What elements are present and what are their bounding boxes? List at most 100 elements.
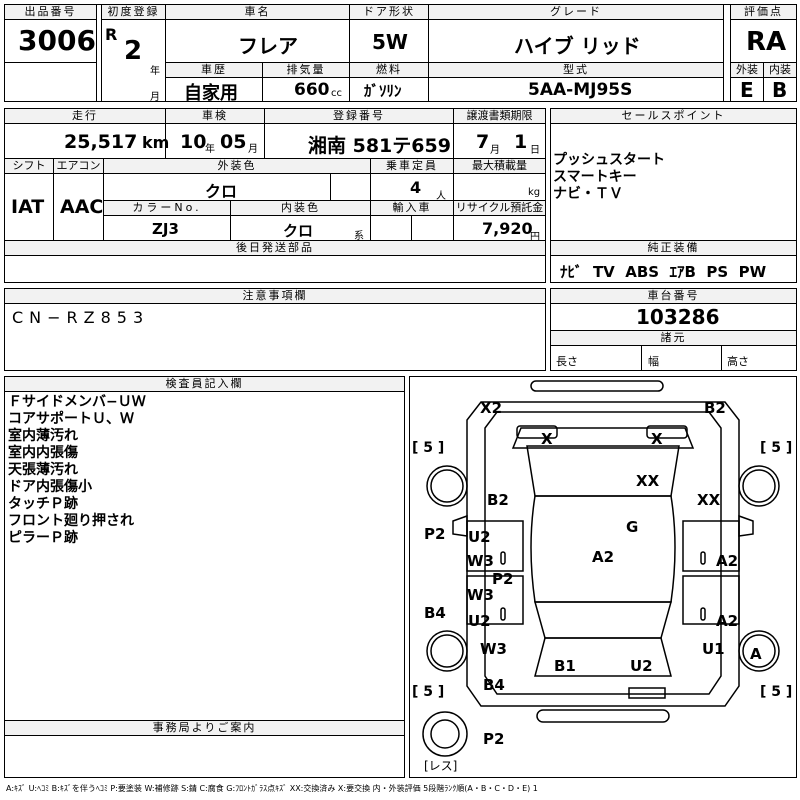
displacement-label: 排気量 [262, 62, 350, 78]
sales-point: ナビ・ＴＶ [553, 186, 623, 202]
rating-five: [ 5 ] [760, 440, 793, 456]
damage-mark: P2 [483, 730, 505, 748]
damage-mark: U1 [702, 640, 725, 658]
damage-mark: A [750, 645, 762, 663]
rating-five: [ 5 ] [412, 440, 445, 456]
inspector-block [4, 376, 405, 778]
door-label: ドア形状 [349, 4, 429, 20]
score: RA [746, 27, 787, 57]
damage-mark: X [541, 430, 553, 448]
first-reg-label: 初度登録 [101, 4, 166, 20]
first-reg-year: 2 [124, 36, 143, 66]
int-grade-cell [763, 77, 797, 102]
mileage-label: 走行 [4, 108, 166, 124]
damage-mark: B4 [483, 676, 505, 694]
transfer-label: 譲渡書類期限 [453, 108, 546, 124]
fuel-label: 燃料 [349, 62, 429, 78]
int-color-unit: 系 [354, 231, 364, 242]
inspector-line: コアサポートＵ、Ｗ [8, 411, 134, 427]
grade-label: グレード [428, 4, 724, 20]
ac-label: エアコン [53, 158, 104, 174]
sales-points: プッシュスタート スマートキー ナビ・ＴＶ [553, 152, 665, 203]
equipment-items: ﾅﾋﾞ TV ABS ｴｱB PS PW [560, 263, 767, 281]
first-reg-era: R [105, 25, 118, 44]
import-cell-a [370, 215, 412, 241]
plate: 湘南 581テ659 [308, 135, 451, 157]
ext-grade: E [740, 78, 754, 102]
notes-label: 注意事項欄 [4, 288, 546, 304]
transfer-month: 7 [476, 131, 490, 153]
import-label: 輸入車 [370, 200, 454, 216]
car-name: フレア [238, 34, 298, 58]
capacity-label: 乗車定員 [370, 158, 454, 174]
width-label: 幅 [648, 355, 659, 368]
inspection-label: 車検 [165, 108, 265, 124]
damage-mark: B2 [487, 491, 509, 509]
grade: ハイブ リッド [514, 34, 641, 58]
model-cell [428, 77, 724, 102]
ext-color: クロ [205, 182, 238, 201]
damage-mark: B1 [554, 657, 576, 675]
displacement-unit: cc [331, 88, 342, 99]
ext-color-label: 外装色 [103, 158, 371, 174]
recycle-unit: 円 [530, 232, 540, 243]
lot-number: 3006 [18, 24, 96, 57]
shift-label: シフト [4, 158, 54, 174]
transfer-month-unit: 月 [490, 145, 500, 156]
score-label: 評価点 [730, 4, 797, 20]
capacity: 4 [410, 178, 422, 197]
fuel: ｶﾞｿﾘﾝ [364, 82, 402, 100]
inspector-line: Ｆサイドメンバ−ＵＷ [8, 394, 146, 410]
int-color: クロ [283, 222, 314, 240]
dims-label: 諸元 [550, 330, 797, 346]
inspector-line: ドア内張傷小 [8, 479, 92, 495]
header-block [4, 4, 797, 102]
damage-mark: B4 [424, 604, 446, 622]
month-unit: 月 [150, 92, 160, 103]
lot-blank [4, 62, 97, 102]
damage-mark: P2 [492, 570, 514, 588]
car-diagram [422, 380, 780, 757]
legend: A:ｷｽﾞ U:ﾍｺﾐ B:ｷｽﾞを伴うﾍｺﾐ P:要塗装 W:補修跡 S:錆 … [6, 784, 538, 793]
int-color-label: 内装色 [230, 200, 371, 216]
transfer-day: 1 [514, 131, 528, 153]
car-diagram-block [409, 376, 797, 778]
rating-five: [ 5 ] [760, 684, 793, 700]
inspector-line: 室内内張傷 [8, 445, 78, 461]
damage-mark: U2 [468, 612, 491, 630]
lot-label: 出品番号 [4, 4, 97, 20]
inspector-line: 室内薄汚れ [8, 428, 78, 444]
sales-point: プッシュスタート [553, 152, 665, 168]
capacity-unit: 人 [436, 191, 446, 202]
year-unit: 年 [150, 66, 160, 77]
inspection-month-unit: 月 [248, 144, 258, 155]
plate-label: 登録番号 [264, 108, 454, 124]
ext-color-extra [330, 173, 371, 201]
equipment-label: 純正装備 [550, 240, 797, 256]
displacement: 660 [294, 80, 330, 100]
damage-mark: U2 [630, 657, 653, 675]
import-cell-b [411, 215, 454, 241]
mileage-unit: km [142, 133, 170, 152]
damage-mark: XX [636, 472, 660, 490]
damage-mark: XX [697, 491, 721, 509]
inspector-label: 検査員記入欄 [4, 376, 405, 392]
model: 5AA-MJ95S [528, 80, 633, 100]
notes-text: CN−RZ853 [12, 308, 150, 327]
damage-mark: X [651, 430, 663, 448]
ext-grade-label: 外装 [730, 62, 764, 78]
inspector-line: フロント廻り押され [8, 513, 134, 529]
height-label: 高さ [727, 355, 749, 368]
recycle-label: リサイクル預託金 [453, 200, 546, 216]
sales-point: スマートキー [553, 169, 637, 185]
damage-mark: A2 [716, 552, 739, 570]
shift: IAT [11, 196, 45, 218]
recycle: 7,920 [482, 219, 533, 238]
office-label: 事務局よりご案内 [4, 720, 405, 736]
length-label: 長さ [556, 355, 578, 368]
color-no-label: カラーNo. [103, 200, 231, 216]
spare-label: [レス] [424, 759, 458, 773]
damage-mark: A2 [592, 548, 615, 566]
model-label: 型式 [428, 62, 724, 78]
chassis-label: 車台番号 [550, 288, 797, 304]
